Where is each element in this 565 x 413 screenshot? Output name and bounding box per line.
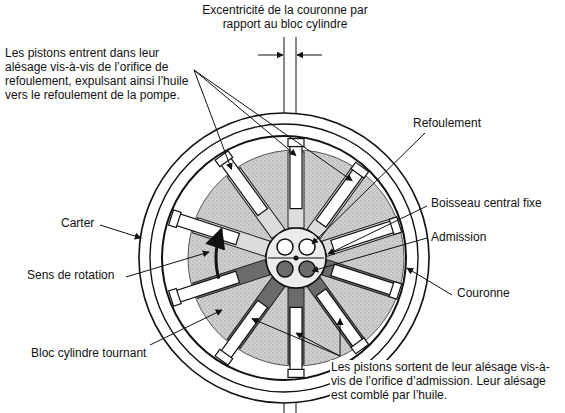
piston	[176, 271, 240, 302]
callout-label: Admission	[430, 230, 487, 244]
piston-assembly	[288, 139, 304, 228]
couronne	[162, 136, 406, 380]
leader-line	[328, 206, 427, 254]
piston-assembly	[322, 260, 402, 299]
callout-label: Sens de rotation	[26, 268, 115, 282]
dimension-label: Excentricité de la couronne par rapport …	[199, 3, 371, 31]
central-valve	[266, 228, 326, 288]
callout-label: Les pistons entrent dans leur alésage vi…	[4, 46, 192, 102]
callout-label: Refoulement	[412, 116, 482, 130]
leader-line	[100, 225, 141, 238]
callout-label: Boisseau central fixe	[430, 196, 543, 210]
intake-port	[299, 261, 315, 277]
leader-line	[194, 70, 232, 169]
piston	[221, 300, 268, 358]
discharge-port	[277, 239, 293, 255]
piston	[316, 169, 363, 227]
leader-line	[150, 310, 222, 345]
centre-line	[296, 37, 297, 120]
piston-head	[351, 162, 369, 178]
leader-line	[312, 133, 425, 244]
leader-line	[407, 268, 452, 295]
piston	[221, 158, 268, 216]
leader-line	[296, 333, 340, 356]
dimension-arrow	[258, 55, 283, 56]
callout-label: Carter	[60, 216, 95, 230]
cylinder-bore	[307, 278, 365, 349]
intake-port	[277, 261, 293, 277]
discharge-port	[299, 239, 315, 255]
leader-lines	[100, 70, 452, 356]
piston	[331, 221, 395, 252]
piston-assembly	[307, 162, 368, 238]
piston	[176, 214, 240, 245]
leader-line	[252, 319, 340, 356]
piston-assembly	[288, 288, 304, 377]
piston-head	[288, 369, 304, 377]
leader-line	[126, 252, 209, 277]
leader-line	[312, 238, 427, 271]
callout-label: Les pistons sortent de leur alésage vis-…	[330, 360, 562, 402]
valve-centre	[294, 256, 299, 261]
dimension-arrow	[297, 55, 322, 56]
cylinder-bore	[322, 218, 399, 257]
cylinder-bore	[307, 168, 365, 239]
piston	[331, 264, 395, 295]
centre-line	[284, 37, 285, 120]
leader-line	[340, 319, 341, 356]
piston-head	[215, 349, 233, 365]
rotation-arrow	[216, 229, 221, 278]
pistons	[169, 139, 402, 378]
piston-assembly	[215, 151, 285, 239]
piston	[316, 289, 363, 347]
leader-line	[194, 70, 352, 181]
piston-head	[351, 338, 369, 354]
piston-assembly	[307, 278, 368, 354]
callout-label: Bloc cylindre tournant	[30, 346, 147, 360]
callout-label: Couronne	[456, 286, 511, 300]
cylinder-bore	[322, 260, 399, 299]
piston-assembly	[169, 260, 270, 307]
leader-line	[194, 70, 296, 156]
piston-assembly	[215, 278, 285, 366]
